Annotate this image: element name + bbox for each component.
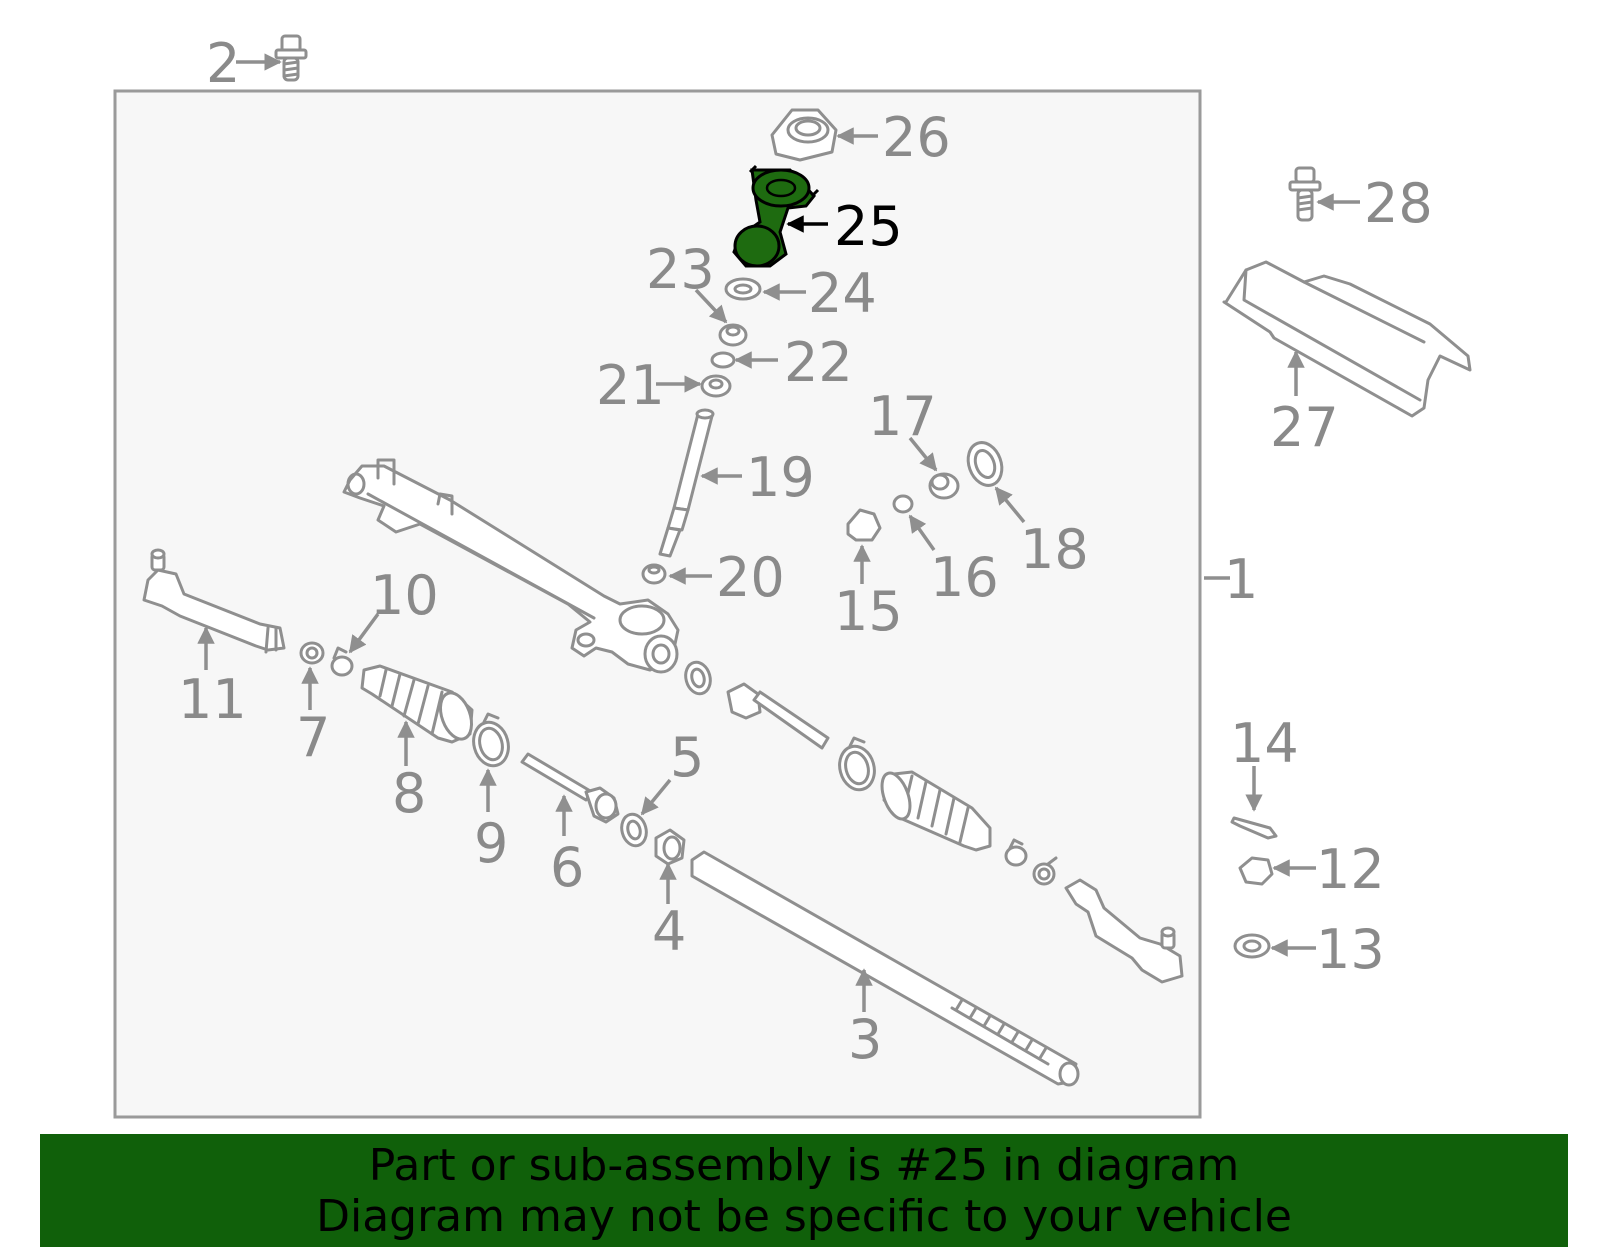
part-18-o-ring — [966, 441, 1004, 487]
part-7-clamp — [299, 641, 325, 665]
arrow-5 — [640, 778, 672, 816]
part-tie-rod-end-right — [1064, 878, 1184, 984]
part-19-pinion-shaft — [658, 408, 715, 558]
part-17-plug — [928, 472, 960, 500]
callout-28: 28 — [1364, 172, 1433, 235]
part-16-ring — [892, 494, 914, 514]
part-ring-center — [684, 660, 712, 696]
part-27-heat-shield — [1222, 260, 1472, 418]
callout-15: 15 — [834, 580, 903, 643]
part-24-washer-hole — [733, 283, 753, 295]
part-2-bolt — [274, 34, 308, 82]
arrow-16 — [908, 514, 936, 552]
part-clamps-right-small — [1004, 838, 1058, 886]
callout-17: 17 — [868, 385, 937, 448]
part-5-ring — [620, 812, 648, 848]
callout-3: 3 — [848, 1008, 882, 1071]
callout-5: 5 — [670, 726, 704, 789]
callout-1: 1 — [1224, 548, 1258, 611]
part-15-cap — [846, 508, 882, 542]
part-28-bolt — [1288, 166, 1322, 222]
callout-23: 23 — [646, 238, 715, 301]
part-9-clamp — [472, 712, 510, 768]
assembly-panel — [113, 89, 1202, 1119]
callout-12: 12 — [1316, 838, 1385, 901]
callout-26: 26 — [882, 106, 951, 169]
callout-16: 16 — [930, 546, 999, 609]
callout-14: 14 — [1230, 712, 1299, 775]
callout-18: 18 — [1020, 518, 1089, 581]
callout-4: 4 — [652, 900, 686, 963]
arrow-23 — [694, 288, 728, 324]
part-3-rack-bar — [690, 850, 1080, 1087]
part-inner-tie-rod-right — [726, 682, 830, 750]
callout-20: 20 — [716, 546, 785, 609]
callout-11: 11 — [178, 668, 247, 731]
callout-24: 24 — [808, 262, 877, 325]
part-24-washer — [724, 277, 762, 301]
callout-2: 2 — [206, 32, 240, 95]
part-14-cotter-pin — [1230, 816, 1278, 840]
callout-22: 22 — [784, 331, 853, 394]
callout-19: 19 — [746, 446, 815, 509]
part-11-tie-rod-end-left — [142, 548, 286, 654]
part-6-inner-tie-rod — [520, 752, 620, 824]
banner-line-2: Diagram may not be specific to your vehi… — [316, 1190, 1292, 1242]
callout-10: 10 — [370, 564, 439, 627]
callout-9: 9 — [474, 812, 508, 875]
arrow-18 — [994, 486, 1026, 524]
part-25-highlighted — [732, 164, 820, 268]
arrow-10 — [348, 612, 380, 654]
banner-line-1: Part or sub-assembly is #25 in diagram — [368, 1139, 1240, 1191]
callout-21: 21 — [596, 354, 665, 417]
callout-27: 27 — [1270, 396, 1339, 459]
part-10-clamp — [330, 646, 354, 677]
part-4-bushing — [654, 828, 686, 866]
part-21-washer — [700, 374, 732, 398]
part-23-bushing — [718, 323, 748, 347]
callout-8: 8 — [392, 762, 426, 825]
part-clamp-right — [838, 736, 876, 792]
part-12-nut — [1238, 856, 1274, 886]
part-13-washer — [1233, 933, 1271, 959]
part-boot-right — [880, 770, 992, 852]
part-8-boot — [360, 664, 474, 744]
part-1-rack-housing — [342, 458, 680, 674]
part-20-seal — [641, 563, 667, 585]
callout-7: 7 — [296, 706, 330, 769]
callout-13: 13 — [1316, 918, 1385, 981]
part-22-ring — [710, 351, 736, 369]
callout-25: 25 — [834, 195, 903, 258]
callout-6: 6 — [550, 836, 584, 899]
part-26-cap — [770, 108, 838, 162]
info-banner: Part or sub-assembly is #25 in diagram D… — [40, 1134, 1568, 1247]
arrow-17 — [908, 436, 938, 472]
